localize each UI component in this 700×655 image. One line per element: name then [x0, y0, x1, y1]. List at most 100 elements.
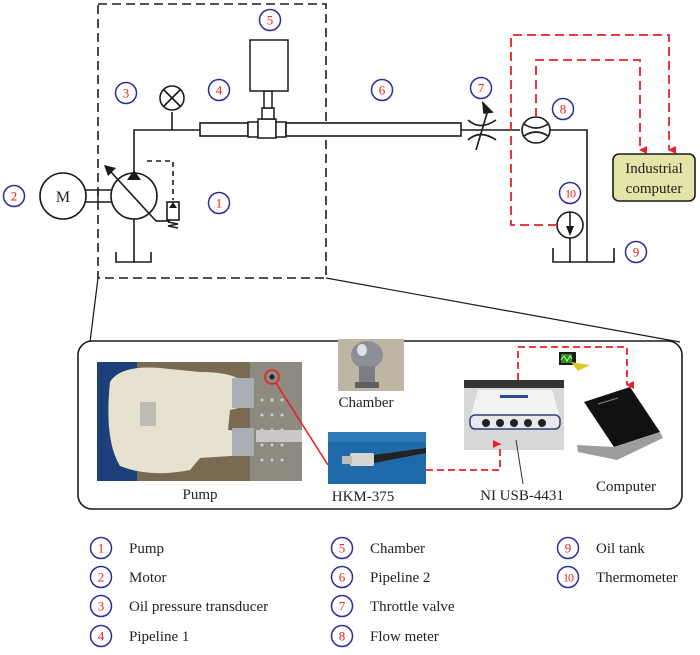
legend-badge-4: 4 — [89, 624, 113, 648]
pump-outlet-line — [133, 112, 200, 173]
badge-9: 9 — [624, 240, 648, 264]
badge-number: 3 — [98, 599, 105, 614]
badge-5: 5 — [258, 8, 282, 32]
badge-number: 10 — [565, 187, 576, 201]
pipeline-2 — [285, 122, 462, 137]
zoom-line-left — [89, 277, 99, 343]
badge-number: 5 — [267, 13, 274, 28]
legend-badge-1: 1 — [89, 536, 113, 560]
badge-number: 1 — [216, 196, 223, 211]
badge-ring — [558, 181, 582, 205]
thermometer-symbol — [556, 211, 584, 239]
badge-ring — [89, 536, 113, 560]
sensor-to-daq-line — [426, 440, 501, 471]
badge-number: 1 — [98, 541, 105, 556]
legend-item: 5 Chamber — [330, 536, 425, 560]
legend-label: Chamber — [370, 541, 425, 557]
badge-ring — [2, 184, 26, 208]
legend-item: 1 Pump — [89, 536, 164, 560]
pump-photo-label: Pump — [182, 487, 217, 503]
legend-label: Pipeline 2 — [370, 570, 430, 586]
badge-number: 5 — [339, 541, 346, 556]
legend-label: Oil pressure transducer — [129, 599, 268, 615]
badge-1: 1 — [207, 191, 231, 215]
signal-lines — [510, 34, 676, 226]
daq-label-pointer — [515, 439, 524, 485]
badge-number: 8 — [560, 102, 567, 117]
legend-item: 6 Pipeline 2 — [330, 565, 430, 589]
badge-ring — [556, 536, 580, 560]
legend-badge-8: 8 — [330, 624, 354, 648]
badge-3: 3 — [114, 81, 138, 105]
laptop-photo — [577, 387, 663, 460]
legend-badge-7: 7 — [330, 594, 354, 618]
pipeline-1 — [199, 122, 249, 137]
pressure-transducer-symbol — [159, 85, 185, 111]
legend-item: 3 Oil pressure transducer — [89, 594, 268, 618]
badge-ring — [330, 624, 354, 648]
badge-ring — [89, 565, 113, 589]
flow-meter-symbol — [521, 116, 551, 144]
daq-to-computer-line — [517, 346, 634, 389]
badge-ring — [207, 78, 231, 102]
industrial-computer-line2: computer — [626, 181, 683, 197]
legend-label: Pump — [129, 541, 164, 557]
legend-badge-6: 6 — [330, 565, 354, 589]
legend-item: 8 Flow meter — [330, 624, 439, 648]
industrial-computer-line1: Industrial — [625, 161, 683, 177]
motor-pump-coupling — [86, 189, 111, 203]
temp-signal-line — [510, 34, 676, 226]
badge-number: 9 — [565, 541, 572, 556]
motor-letter: M — [56, 189, 70, 206]
badge-number: 7 — [478, 81, 485, 96]
badge-number: 2 — [11, 189, 18, 204]
pump-photo — [97, 362, 302, 481]
badge-ring — [551, 97, 575, 121]
number-badges: 1 2 3 4 5 6 7 8 9 10 — [2, 8, 648, 264]
badge-ring — [114, 81, 138, 105]
motor-symbol: M — [39, 172, 87, 220]
badge-6: 6 — [370, 78, 394, 102]
hkm-375-photo — [328, 432, 426, 484]
badge-ring — [258, 8, 282, 32]
computer-label: Computer — [596, 479, 656, 495]
return-line — [550, 129, 615, 263]
legend-item: 9 Oil tank — [556, 536, 645, 560]
badge-number: 3 — [123, 86, 130, 101]
legend-badge-3: 3 — [89, 594, 113, 618]
chamber-fitting — [247, 39, 289, 139]
badge-number: 7 — [339, 599, 346, 614]
legend-badge-2: 2 — [89, 565, 113, 589]
badge-ring — [207, 191, 231, 215]
legend-label: Throttle valve — [370, 599, 455, 615]
legend-label: Flow meter — [370, 629, 439, 645]
badge-number: 2 — [98, 570, 105, 585]
badge-number: 6 — [339, 570, 346, 585]
pump-section-enclosure — [97, 3, 327, 279]
legend-label: Thermometer — [596, 570, 678, 586]
badge-ring — [89, 594, 113, 618]
badge-number: 8 — [339, 629, 346, 644]
badge-2: 2 — [2, 184, 26, 208]
badge-number: 4 — [216, 83, 223, 98]
industrial-computer-box: Industrial computer — [612, 153, 696, 202]
badge-7: 7 — [469, 76, 493, 100]
legend-label: Oil tank — [596, 541, 645, 557]
badge-ring — [330, 565, 354, 589]
hkm-375-label: HKM-375 — [332, 489, 395, 505]
legend-item: 7 Throttle valve — [330, 594, 455, 618]
badge-ring — [624, 240, 648, 264]
legend-label: Pipeline 1 — [129, 629, 189, 645]
zoom-line-right — [325, 277, 681, 343]
chamber-photo-label: Chamber — [339, 395, 394, 411]
variable-pump-symbol — [104, 160, 180, 263]
badge-10: 10 — [558, 181, 582, 205]
inset-signal-lines — [426, 346, 634, 471]
badge-ring — [330, 536, 354, 560]
sensor-location-pointer — [275, 382, 329, 466]
legend-badge-5: 5 — [330, 536, 354, 560]
